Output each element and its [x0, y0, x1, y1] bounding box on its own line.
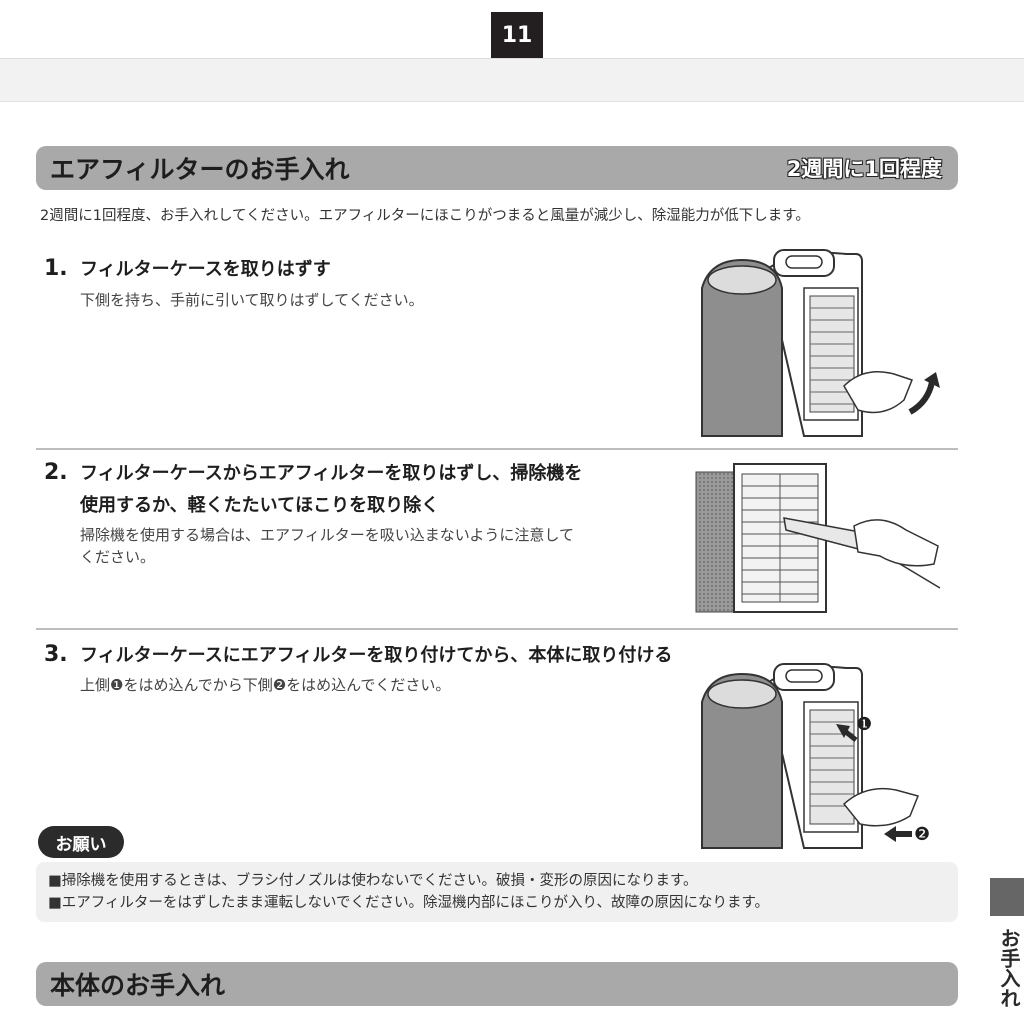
illustration-clean-filter	[695, 463, 941, 613]
step-1-desc: 下側を持ち、手前に引いて取りはずしてください。	[80, 291, 424, 309]
step-2-title-line-2: 使用するか、軽くたたいてほこりを取り除く	[80, 495, 440, 516]
section-header-air-filter: エアフィルターのお手入れ 2週間に1回程度	[36, 146, 958, 190]
section-title: エアフィルターのお手入れ	[50, 155, 350, 184]
step-3-desc: 上側❶をはめ込んでから下側❷をはめ込んでください。	[80, 676, 451, 694]
marker-lower: ❷	[914, 824, 931, 845]
frequency-label: 2週間に1回程度	[786, 157, 942, 181]
side-tab-marker	[990, 878, 1024, 916]
header-band	[0, 58, 1024, 102]
step-2-number: 2.	[44, 460, 68, 485]
step-2-desc-line-1: 掃除機を使用する場合は、エアフィルターを吸い込まないように注意して	[80, 526, 574, 544]
step-2-desc-line-2: ください。	[80, 548, 156, 566]
page-number: 11	[491, 12, 543, 58]
step-1-title: フィルターケースを取りはずす	[80, 259, 331, 280]
section-header-body-care: 本体のお手入れ	[36, 962, 958, 1006]
step-3-title: フィルターケースにエアフィルターを取り付けてから、本体に取り付ける	[80, 645, 673, 666]
step-2-title-line-1: フィルターケースからエアフィルターを取りはずし、掃除機を	[80, 463, 583, 484]
illustration-attach-filter	[701, 663, 920, 849]
section-2-title: 本体のお手入れ	[50, 971, 226, 1000]
caution-box: ■掃除機を使用するときは、ブラシ付ノズルは使わないでください。破損・変形の原因に…	[36, 862, 958, 922]
caution-item-2: ■エアフィルターをはずしたまま運転しないでください。除湿機内部にほこりが入り、故…	[48, 895, 770, 911]
intro-text: 2週間に1回程度、お手入れしてください。エアフィルターにほこりがつまると風量が減…	[40, 208, 810, 224]
caution-label: お願い	[38, 826, 124, 858]
marker-upper: ❶	[856, 714, 873, 735]
step-1-number: 1.	[44, 256, 68, 281]
step-3-number: 3.	[44, 642, 68, 667]
illustration-remove-filter-case	[701, 249, 940, 437]
side-tab-text: お手入れ	[997, 928, 1021, 1008]
step-divider-1	[36, 448, 958, 450]
step-divider-2	[36, 628, 958, 630]
caution-item-1: ■掃除機を使用するときは、ブラシ付ノズルは使わないでください。破損・変形の原因に…	[48, 873, 698, 889]
